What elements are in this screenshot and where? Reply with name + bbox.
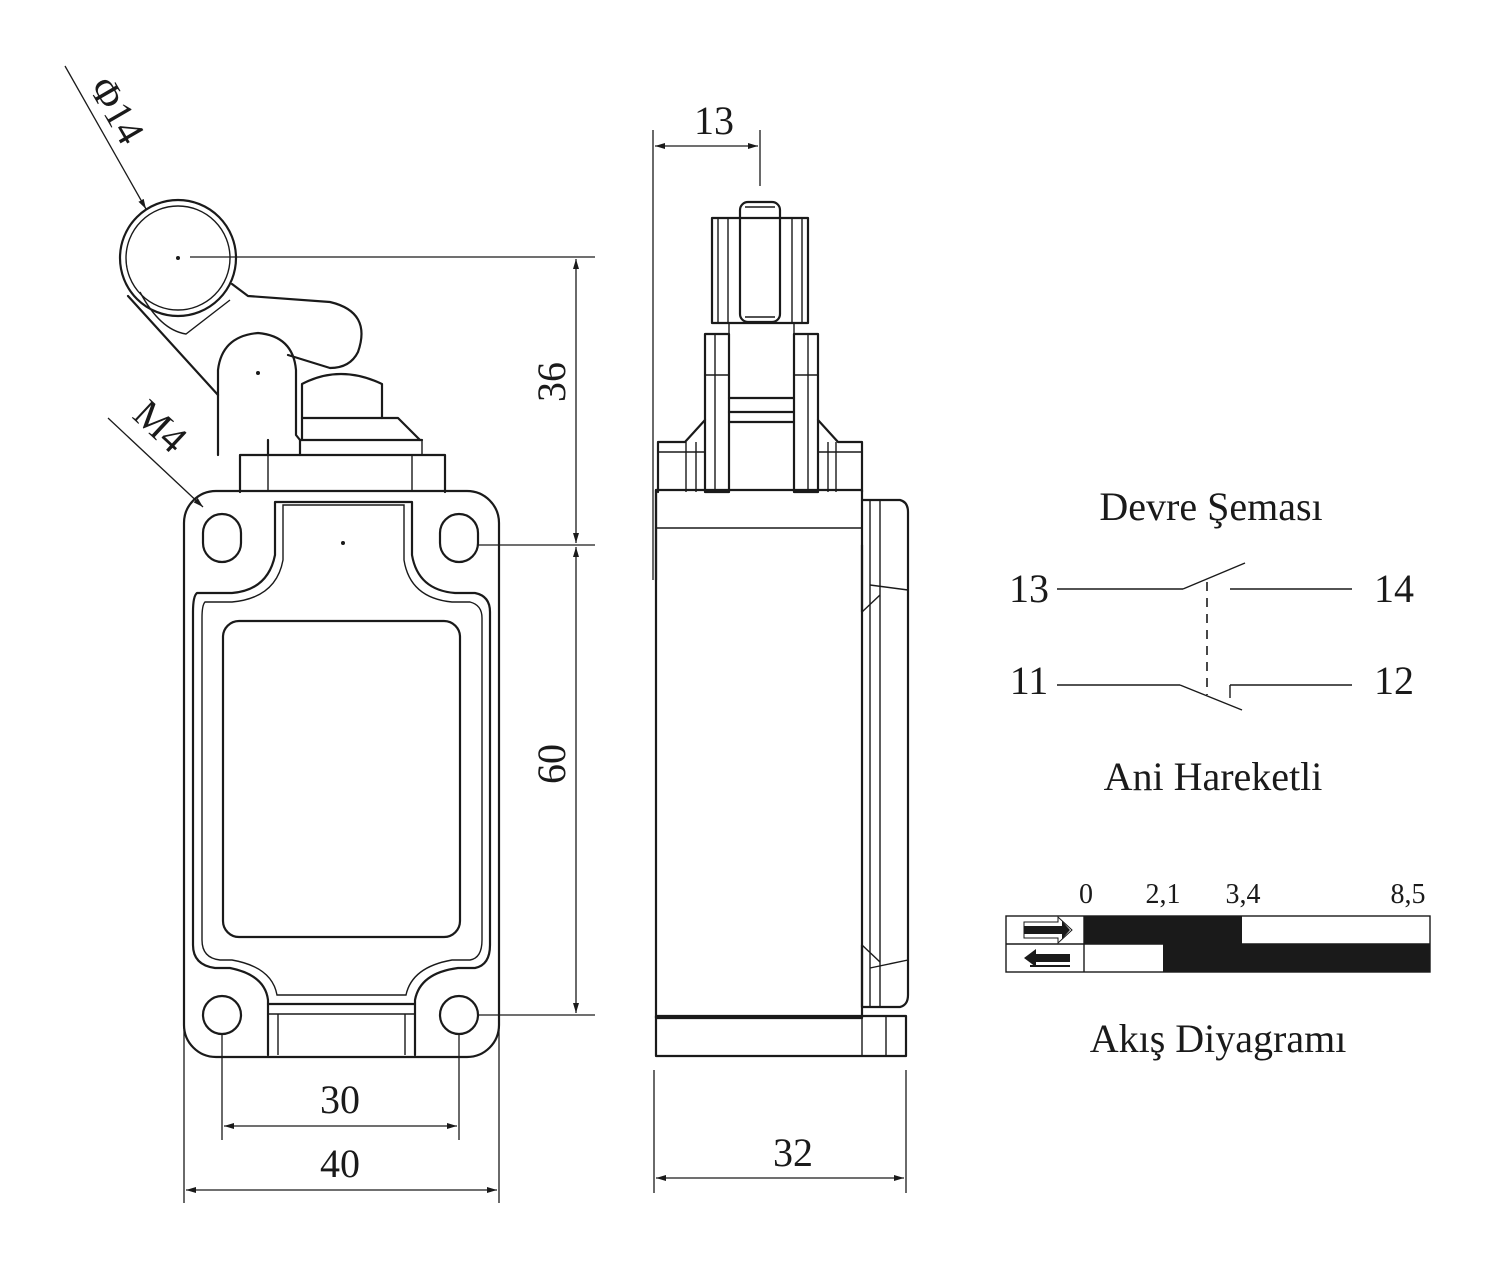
terminal-12-label: 12	[1374, 658, 1414, 703]
mounting-hole-top-right	[438, 512, 480, 564]
front-view	[118, 198, 501, 1059]
travel-tick-3: 8,5	[1391, 879, 1426, 910]
roller-width-label: 13	[694, 98, 734, 143]
bottom-clip	[266, 1002, 417, 1057]
side-base	[654, 1014, 908, 1058]
arrow-left-icon	[1024, 949, 1070, 967]
side-fork	[703, 322, 820, 494]
body-height-label: 60	[529, 744, 574, 784]
head-block	[238, 438, 447, 494]
terminal-13-label: 13	[1009, 566, 1049, 611]
body-depth-label: 32	[773, 1130, 813, 1175]
mounting-hole-bottom-right	[438, 994, 480, 1036]
switch-body	[182, 489, 501, 1059]
body-width-label: 40	[320, 1141, 360, 1186]
side-roller	[710, 200, 810, 325]
travel-tick-2: 3,4	[1226, 879, 1261, 910]
circuit-diagram: Devre Şeması 13 14 11 12 Ani Hareketli	[1009, 484, 1414, 799]
travel-bar-forward	[1084, 916, 1242, 944]
mounting-hole-bottom-left	[201, 994, 243, 1036]
body-frame	[191, 500, 492, 1006]
travel-diagram: 0 2,1 3,4 8,5 Akış Diyagramı	[1005, 879, 1431, 1061]
arrow-right-icon	[1023, 915, 1073, 945]
hole-spacing-label: 30	[320, 1077, 360, 1122]
side-dimensions: 13 32	[652, 98, 907, 1193]
circuit-title: Devre Şeması	[1099, 484, 1322, 529]
mounting-hole-top-left	[201, 512, 243, 564]
terminal-11-label: 11	[1010, 658, 1049, 703]
label-window	[221, 619, 462, 939]
roller-diameter-label: Φ14	[80, 69, 154, 151]
front-dimensions: Φ14 M4 36 60 30 40	[64, 65, 595, 1203]
mounting-holes	[201, 512, 480, 1036]
roller	[118, 198, 238, 318]
lever-height-label: 36	[529, 362, 574, 402]
lever-arm	[126, 282, 363, 397]
side-head	[656, 418, 864, 494]
plunger	[300, 372, 422, 442]
action-type-label: Ani Hareketli	[1104, 754, 1323, 799]
lever-hub	[216, 331, 302, 457]
travel-bar-return	[1163, 944, 1430, 972]
terminal-14-label: 14	[1374, 566, 1414, 611]
travel-tick-1: 2,1	[1146, 879, 1181, 910]
travel-tick-0: 0	[1079, 879, 1093, 910]
side-body	[654, 488, 864, 1020]
side-view	[654, 200, 910, 1058]
side-cover	[860, 498, 910, 1009]
thread-label: M4	[125, 391, 196, 462]
travel-diagram-title: Akış Diyagramı	[1090, 1016, 1347, 1061]
